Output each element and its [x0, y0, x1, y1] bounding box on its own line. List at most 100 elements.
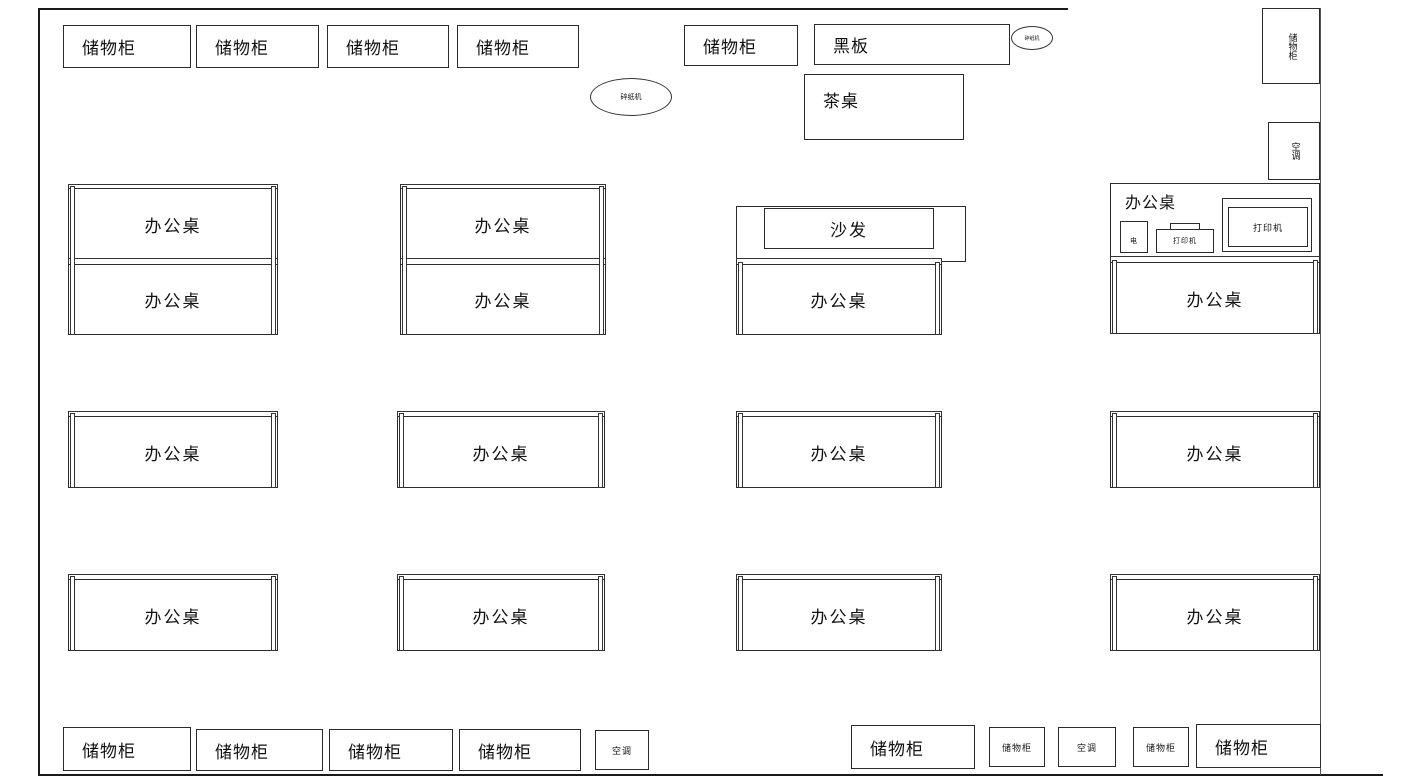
cabinet-label: 储物柜: [1145, 743, 1176, 754]
desk-label: 办公桌: [1186, 607, 1244, 628]
office-desk-r3c2[interactable]: 办公桌: [397, 579, 605, 651]
desk-side-rail: [935, 576, 940, 651]
storage-cabinet-top-4[interactable]: 储物柜: [457, 25, 579, 68]
printer-b[interactable]: 打印机: [1228, 207, 1308, 247]
office-desk-r2c2[interactable]: 办公桌: [397, 416, 605, 488]
desk-label: 办公桌: [144, 444, 202, 465]
office-desk-r1c1-top[interactable]: 办公桌: [68, 188, 278, 260]
cabinet-label: 储物柜: [1001, 743, 1032, 754]
desk-side-rail: [738, 262, 743, 335]
storage-cabinet-bottom-3[interactable]: 储物柜: [329, 729, 453, 771]
cabinet-label: 储物柜: [1215, 738, 1269, 759]
office-desk-r3c1[interactable]: 办公桌: [68, 579, 278, 651]
desk-side-rail: [70, 413, 75, 488]
cabinet-label: 储物柜: [346, 39, 400, 59]
wall-top: [38, 8, 1068, 10]
desk-side-rail: [1313, 576, 1318, 651]
storage-cabinet-top-2[interactable]: 储物柜: [196, 25, 319, 68]
cabinet-label: 储物柜: [870, 739, 924, 760]
tea-table-label: 茶桌: [823, 92, 859, 112]
desk-side-rail: [399, 576, 404, 651]
desk-side-rail: [598, 413, 603, 488]
air-conditioner-label: 空调: [611, 746, 632, 757]
desk-label: 办公桌: [1125, 193, 1177, 212]
right-edge-box-1[interactable]: 储物柜: [1262, 8, 1320, 84]
storage-cabinet-br-3[interactable]: 储物柜: [1133, 727, 1189, 767]
desk-label: 办公桌: [1186, 290, 1244, 311]
storage-cabinet-br-4[interactable]: 储物柜: [1196, 724, 1321, 768]
storage-cabinet-top-3[interactable]: 储物柜: [327, 25, 449, 68]
sofa-label: 沙发: [830, 221, 868, 241]
desk-side-rail: [1313, 260, 1318, 334]
desk-side-rail: [1112, 260, 1117, 334]
right-box-label: 空调: [1289, 142, 1300, 160]
air-conditioner-bottom-left[interactable]: 空调: [595, 730, 649, 770]
office-desk-r1c2-top[interactable]: 办公桌: [400, 188, 606, 260]
desk-label: 办公桌: [1186, 444, 1244, 465]
desk-label: 办公桌: [144, 216, 202, 237]
printer-label: 打印机: [1252, 223, 1283, 234]
desk-label: 办公桌: [474, 292, 532, 312]
printer-a[interactable]: 打印机: [1156, 229, 1214, 253]
wall-right-upper: [1320, 8, 1322, 126]
desk-label: 办公桌: [810, 292, 868, 312]
storage-cabinet-br-1[interactable]: 储物柜: [851, 725, 975, 769]
wall-bottom: [38, 774, 1383, 776]
cabinet-label: 储物柜: [82, 39, 136, 59]
desk-side-rail: [935, 413, 940, 488]
desk-side-rail: [599, 186, 604, 335]
wall-left: [38, 8, 40, 776]
desk-label: 办公桌: [810, 607, 868, 628]
right-box-label: 储物柜: [1286, 32, 1297, 60]
storage-cabinet-bottom-4[interactable]: 储物柜: [459, 729, 581, 771]
shredder-ellipse-corner[interactable]: 碎纸机: [1011, 26, 1053, 50]
desk-side-rail: [1112, 576, 1117, 651]
office-desk-r1c2-bottom[interactable]: 办公桌: [400, 264, 606, 335]
storage-cabinet-top-5[interactable]: 储物柜: [684, 25, 798, 66]
cabinet-label: 储物柜: [215, 39, 269, 59]
wall-right: [1320, 125, 1322, 775]
office-desk-r2c1[interactable]: 办公桌: [68, 416, 278, 488]
shredder-ellipse-center[interactable]: 碎纸机: [590, 78, 672, 116]
printer-station-desk-bottom[interactable]: 办公桌: [1110, 262, 1320, 334]
storage-cabinet-bottom-1[interactable]: 储物柜: [63, 727, 191, 771]
desk-side-rail: [935, 262, 940, 335]
cabinet-label: 储物柜: [476, 39, 530, 59]
office-desk-r2c4[interactable]: 办公桌: [1110, 416, 1320, 488]
desk-side-rail: [70, 186, 75, 335]
desk-side-rail: [1313, 413, 1318, 488]
desk-side-rail: [598, 576, 603, 651]
desk-side-rail: [738, 413, 743, 488]
desk-label: 办公桌: [810, 444, 868, 465]
air-conditioner-bottom-right[interactable]: 空调: [1058, 727, 1116, 767]
blackboard-label: 黑板: [833, 37, 869, 57]
air-conditioner-label: 空调: [1076, 743, 1097, 754]
office-desk-r2c3[interactable]: 办公桌: [736, 416, 942, 488]
desk-label: 办公桌: [144, 607, 202, 628]
right-edge-box-2[interactable]: 空调: [1268, 122, 1320, 180]
desk-label: 办公桌: [472, 444, 530, 465]
desk-side-rail: [271, 413, 276, 488]
small-appliance-label: 电: [1130, 237, 1138, 245]
cabinet-label: 储物柜: [215, 742, 269, 763]
desk-side-rail: [738, 576, 743, 651]
storage-cabinet-br-2[interactable]: 储物柜: [989, 727, 1045, 767]
sofa[interactable]: 沙发: [764, 208, 934, 249]
cabinet-label: 储物柜: [82, 741, 136, 762]
office-desk-r3c4[interactable]: 办公桌: [1110, 579, 1320, 651]
shredder-label: 碎纸机: [620, 93, 642, 101]
office-desk-r3c3[interactable]: 办公桌: [736, 579, 942, 651]
office-desk-r1c1-bottom[interactable]: 办公桌: [68, 264, 278, 335]
shredder-label: 碎纸机: [1024, 35, 1040, 42]
desk-side-rail: [402, 186, 407, 335]
blackboard[interactable]: 黑板: [814, 24, 1010, 65]
printer-label: 打印机: [1173, 237, 1197, 245]
small-appliance-unit[interactable]: 电: [1120, 221, 1148, 253]
cabinet-label: 储物柜: [478, 742, 532, 763]
storage-cabinet-top-1[interactable]: 储物柜: [63, 25, 191, 68]
desk-label: 办公桌: [472, 607, 530, 628]
tea-table[interactable]: 茶桌: [804, 74, 964, 140]
office-desk-r1c3[interactable]: 办公桌: [736, 264, 942, 335]
storage-cabinet-bottom-2[interactable]: 储物柜: [196, 729, 323, 771]
